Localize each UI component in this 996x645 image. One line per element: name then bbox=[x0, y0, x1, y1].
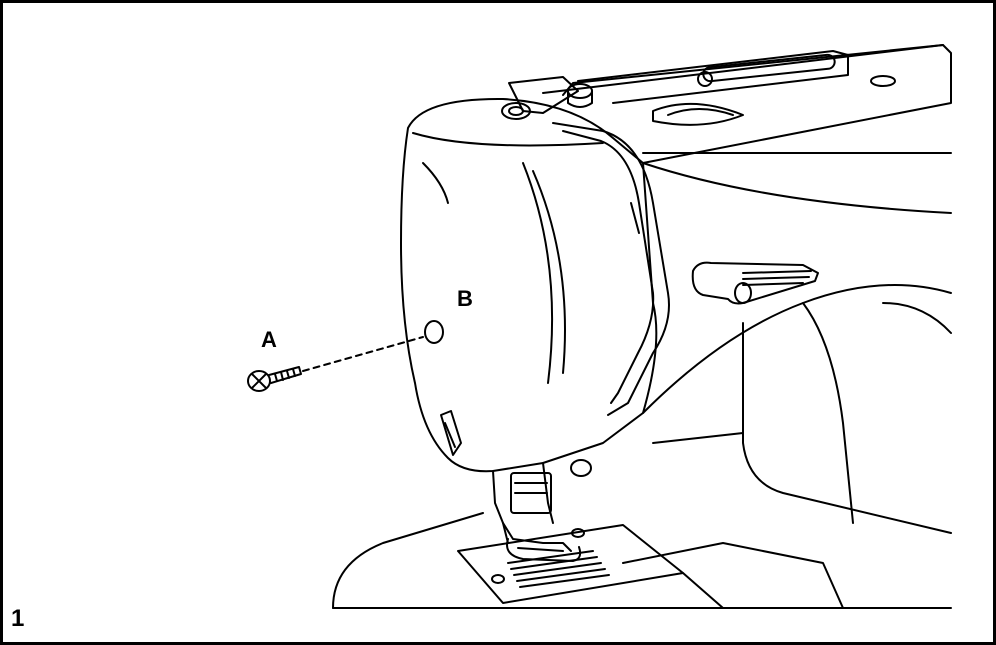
machine-bed bbox=[332, 512, 952, 609]
callout-label-b: B bbox=[457, 286, 473, 311]
guide-line bbox=[302, 336, 424, 372]
head-cover bbox=[400, 97, 658, 473]
presser-foot-assembly bbox=[492, 459, 592, 562]
machine-arm bbox=[542, 44, 952, 214]
needle-plate bbox=[457, 524, 684, 604]
screw-hole bbox=[424, 320, 444, 344]
callout-label-a: A bbox=[261, 327, 277, 352]
take-up-lever-slot bbox=[552, 122, 670, 416]
lever bbox=[691, 261, 819, 305]
figure-number: 1 bbox=[11, 605, 25, 632]
screw-icon bbox=[247, 366, 302, 392]
machine-body bbox=[642, 284, 952, 534]
sewing-machine-illustration bbox=[247, 44, 952, 609]
thread-guide bbox=[501, 76, 593, 120]
